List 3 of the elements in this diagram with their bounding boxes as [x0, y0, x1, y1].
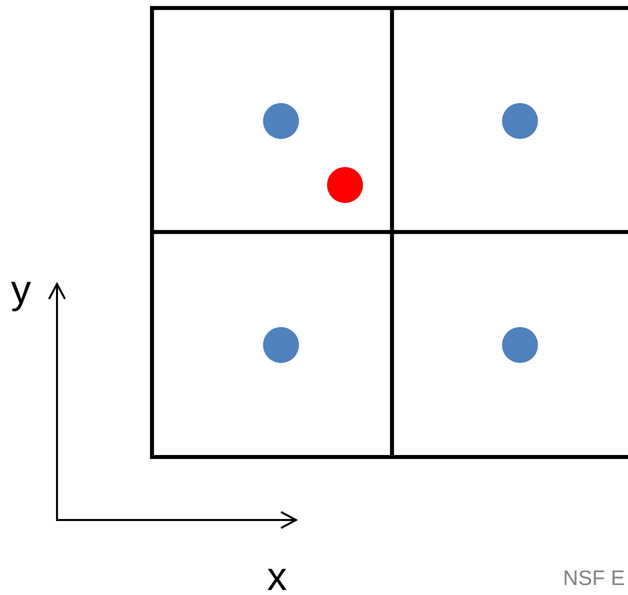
axis-label: x [267, 557, 287, 595]
footer-text: NSF E [563, 568, 625, 589]
axis-label: y [11, 270, 31, 310]
